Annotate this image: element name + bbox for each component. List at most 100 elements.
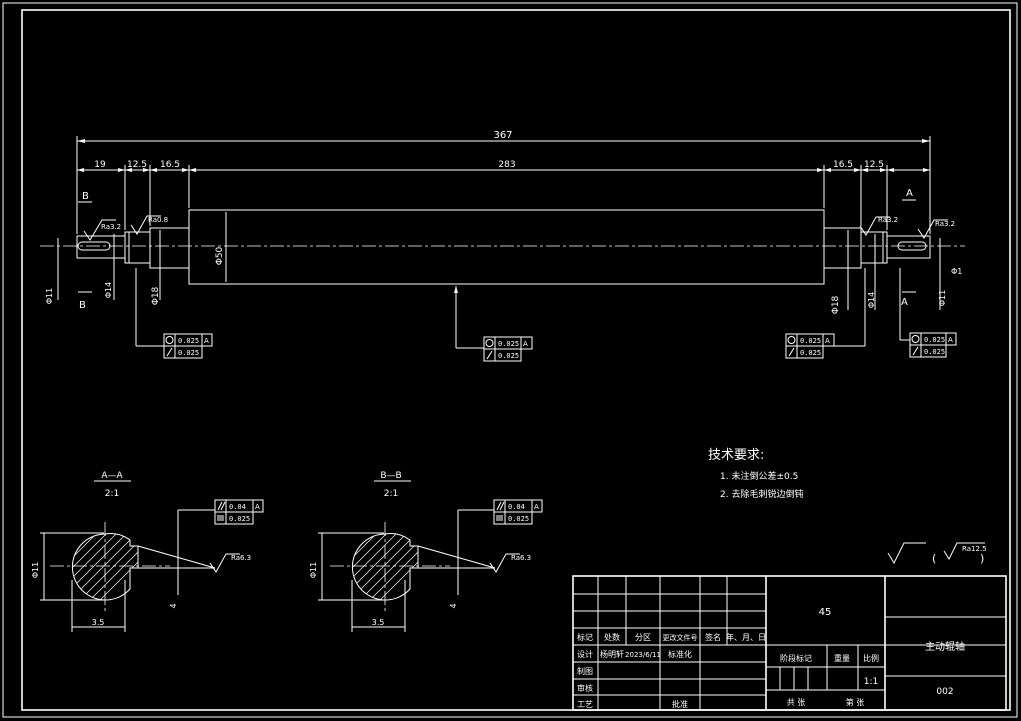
- section-bb-width-text: 3.5: [372, 618, 385, 627]
- gdt-right-end-datum: A: [948, 336, 953, 344]
- view-label-b-bottom: B: [79, 300, 86, 311]
- surface-general-icon: [887, 542, 926, 565]
- tb-draw-label: 制图: [577, 666, 593, 676]
- tb-material: 45: [819, 607, 832, 618]
- gdt-left-coax: 0.025: [178, 337, 199, 345]
- left-keyway: [77, 241, 111, 251]
- roughness-symbols: [83, 215, 948, 241]
- section-bb-dia-text: Φ11: [309, 562, 318, 578]
- tb-header-mark: 标记: [577, 632, 593, 642]
- gdt-center: [454, 286, 533, 362]
- view-label-b-top: B: [82, 191, 89, 202]
- coaxiality-icon: [787, 336, 796, 344]
- tb-header-count: 处数: [604, 632, 620, 642]
- dim-left-step2-text: 16.5: [160, 160, 180, 170]
- title-block-frame: [572, 575, 1007, 711]
- section-aa-roughness-icon: [209, 553, 240, 573]
- left-end: [76, 235, 126, 259]
- roughness-left-end-icon: [83, 219, 116, 241]
- tech-requirement-2: 2. 去除毛刺锐边倒钝: [720, 488, 803, 500]
- runout-icon: [912, 346, 919, 356]
- tech-requirements-heading: 技术要求:: [708, 448, 764, 463]
- gdt-left-frame-2: [163, 345, 203, 359]
- section-aa-roughness-text: Ra6.3: [231, 554, 251, 562]
- gdt-left: [135, 268, 213, 359]
- gdt-right: [785, 268, 866, 359]
- section-aa-datum: A: [255, 503, 260, 511]
- gdt-center-coax: 0.025: [498, 340, 519, 348]
- left-journal: [149, 227, 190, 269]
- gdt-right-end-runout: 0.025: [924, 348, 945, 356]
- tb-design-label: 设计: [577, 649, 593, 659]
- tb-drawing-number: 002: [936, 687, 953, 697]
- section-aa-symmetry-tol: 0.025: [229, 515, 250, 523]
- section-aa-label: A—A: [101, 471, 123, 481]
- gdt-center-datum: A: [523, 340, 528, 348]
- tb-review-label: 审核: [577, 683, 593, 693]
- gdt-left-datum: A: [204, 337, 209, 345]
- right-journal: [823, 227, 862, 269]
- tb-header-zone: 分区: [635, 633, 651, 642]
- gdt-center-frame-2: [483, 348, 522, 362]
- coaxiality-icon: [485, 339, 494, 347]
- tb-design-date: 2023/6/11: [625, 651, 661, 659]
- tb-header-doc: 更改文件号: [663, 633, 698, 642]
- surface-general-text: Ra12.5: [962, 545, 987, 553]
- tb-approve-label: 批准: [672, 699, 688, 709]
- parallelism-icon: [217, 501, 226, 511]
- section-aa-depth-text: 4: [169, 603, 178, 608]
- tb-header-date: 年、月、日: [726, 632, 766, 642]
- dim-right-step2-text: 16.5: [833, 160, 853, 170]
- right-end: [886, 235, 931, 259]
- dim-right-step1-text: 12.5: [864, 160, 884, 170]
- symmetry-icon: [496, 515, 503, 521]
- roughness-right-end-icon: [917, 219, 948, 239]
- view-label-a-top: A: [906, 188, 913, 199]
- shaft-body: [188, 209, 825, 285]
- tb-designer: 杨明轩: [600, 649, 624, 659]
- tb-header-sign: 签名: [705, 632, 721, 642]
- title-block: [572, 575, 1007, 711]
- section-bb-depth-text: 4: [449, 603, 458, 608]
- section-bb-parallel-tol: 0.04: [508, 503, 525, 511]
- roughness-left-seat-text: Ra0.8: [148, 216, 168, 224]
- gdt-right-coax: 0.025: [800, 337, 821, 345]
- gdt-right-end-frame-2: [909, 344, 947, 358]
- dim-left-end-text: 19: [94, 160, 106, 170]
- gdt-right-end-coax: 0.025: [924, 336, 945, 344]
- shaft-main-view: [40, 209, 965, 285]
- section-aa-parallel-tol: 0.04: [229, 503, 246, 511]
- dim-right-journal-dia-text: Φ18: [831, 295, 841, 314]
- gdt-right-frame-2: [785, 345, 824, 359]
- dim-journal-dia-text: Φ18: [151, 286, 161, 305]
- section-bb-leader: [417, 545, 496, 569]
- tb-sheets-total: 共 张: [787, 698, 806, 707]
- section-aa-leader: [137, 545, 216, 569]
- runout-icon: [788, 347, 795, 357]
- surface-general-icon-2: [943, 542, 985, 561]
- section-bb-scale: 2:1: [384, 489, 398, 499]
- symmetry-icon: [217, 515, 224, 521]
- dim-shoulder-right-text: Φ1: [951, 267, 962, 276]
- tb-stage-label: 阶段标记: [780, 653, 812, 663]
- dim-body-text: 283: [498, 160, 515, 170]
- tb-scale-label: 比例: [863, 653, 879, 663]
- gdt-right-datum: A: [825, 337, 830, 345]
- surface-paren-open: (: [932, 552, 936, 565]
- section-aa-dia-text: Φ11: [31, 562, 40, 578]
- dim-left-step1-text: 12.5: [127, 160, 147, 170]
- dim-end-right-text: Φ11: [938, 290, 947, 306]
- tb-sheet-number: 第 张: [846, 697, 865, 707]
- section-bb-datum: A: [534, 503, 539, 511]
- coaxiality-icon: [911, 335, 920, 343]
- section-bb-symmetry-tol: 0.025: [508, 515, 529, 523]
- roughness-left-seat-icon: [130, 215, 161, 235]
- dim-seat-left-text: Φ14: [104, 282, 113, 298]
- roughness-left-end-text: Ra3.2: [101, 223, 121, 231]
- section-bb-roughness-icon: [489, 553, 520, 573]
- section-aa-scale: 2:1: [105, 489, 119, 499]
- section-bb-frame-2: [493, 511, 533, 525]
- tb-scale-value: 1:1: [864, 677, 878, 687]
